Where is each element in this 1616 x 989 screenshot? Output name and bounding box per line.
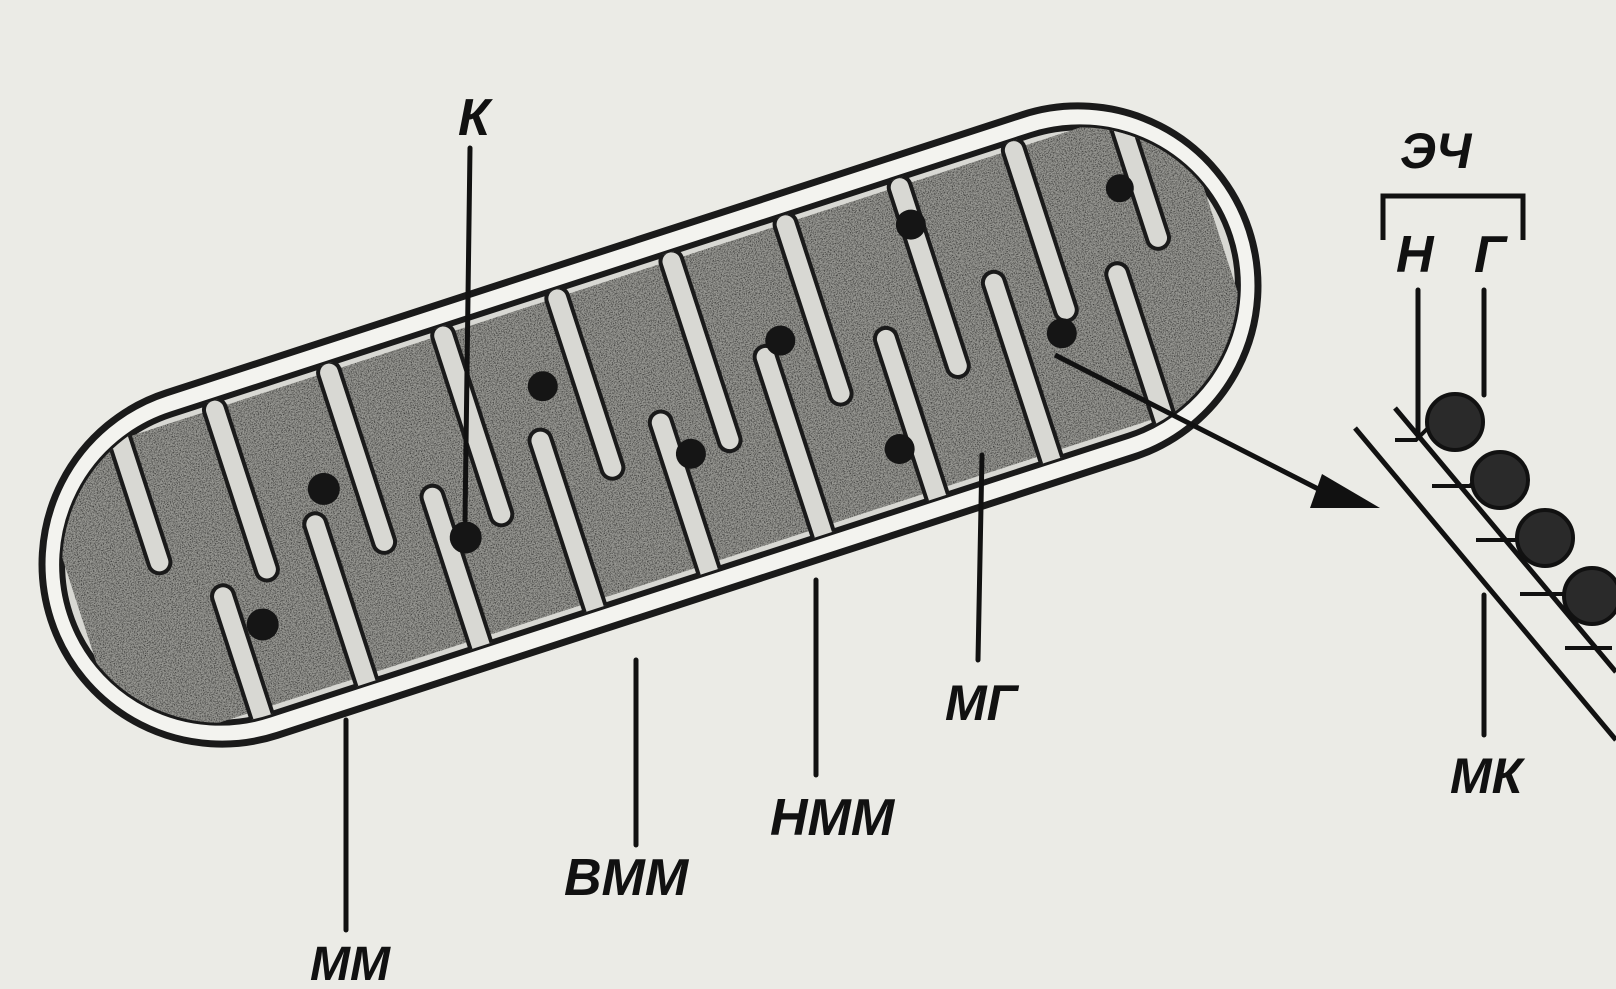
- label-mk: МК: [1450, 748, 1526, 804]
- mitochondrion: [0, 59, 1305, 791]
- label-nmm: НММ: [770, 789, 896, 847]
- particle-head: [1517, 510, 1573, 566]
- particle-head: [1472, 452, 1528, 508]
- label-mm: ММ: [310, 938, 391, 989]
- label-g: Г: [1474, 226, 1508, 284]
- label-k: К: [458, 89, 493, 147]
- particle-head: [1564, 568, 1616, 624]
- label-mg: МГ: [945, 675, 1020, 731]
- label-vmm: ВММ: [564, 849, 690, 907]
- particle-head: [1427, 394, 1483, 450]
- label-n: Н: [1396, 226, 1435, 284]
- label-ech: ЭЧ: [1400, 123, 1473, 179]
- particle-heads: [1427, 394, 1616, 624]
